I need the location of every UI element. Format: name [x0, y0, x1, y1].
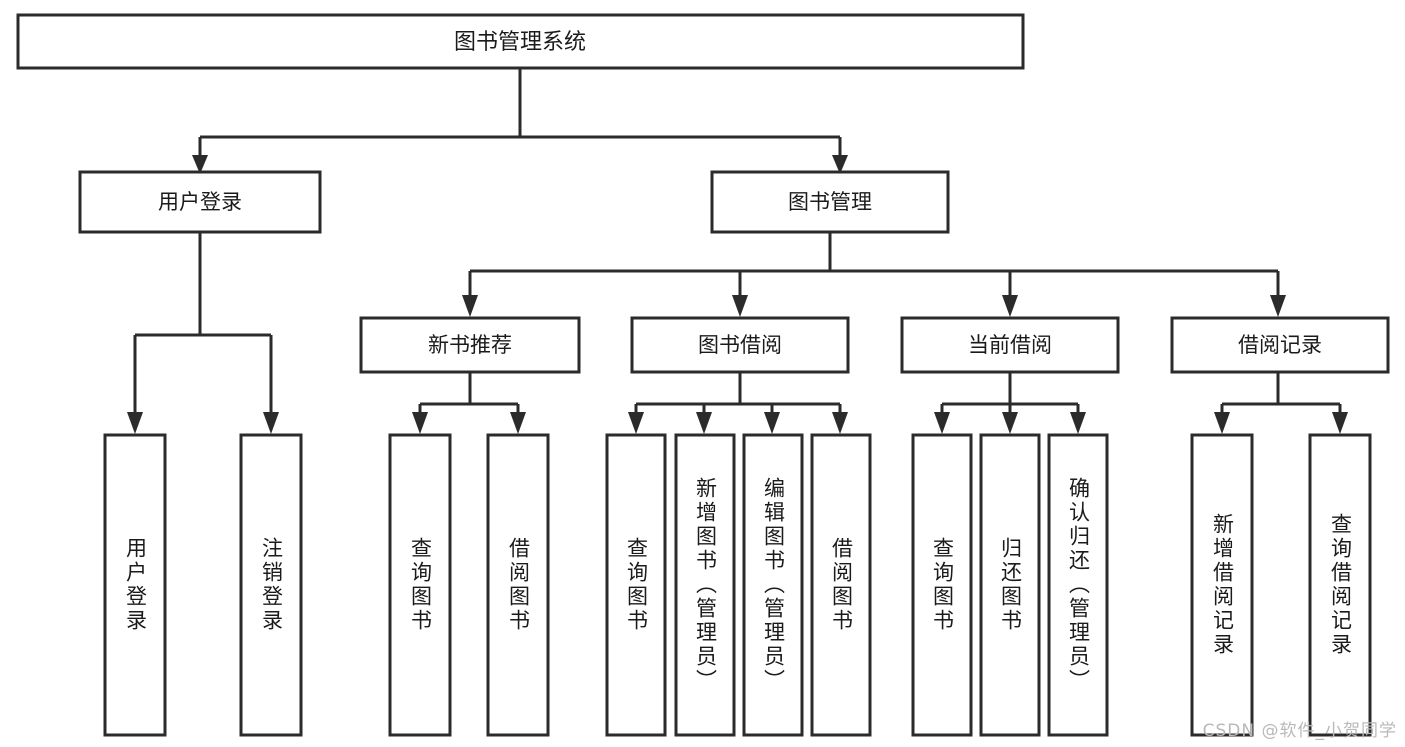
- node-book-borrow[interactable]: 图书借阅: [630, 316, 850, 374]
- node-new-book-recommend-label: 新书推荐: [428, 333, 512, 357]
- leaf-box-borrow-record-0[interactable]: [1190, 433, 1254, 737]
- node-user-login[interactable]: 用户登录: [78, 170, 322, 234]
- node-user-login-label: 用户登录: [158, 190, 242, 214]
- connector-currentborrow-to-leaves: [934, 372, 1086, 434]
- leaf-box-new-book-recommend-0[interactable]: [388, 433, 452, 737]
- node-book-management-label: 图书管理: [788, 190, 872, 214]
- node-current-borrow[interactable]: 当前借阅: [900, 316, 1120, 374]
- leaf-box-book-borrow-3[interactable]: [810, 433, 872, 737]
- leaf-box-new-book-recommend-1[interactable]: [486, 433, 550, 737]
- leaf-box-borrow-record-1[interactable]: [1308, 433, 1372, 737]
- node-borrow-record-label: 借阅记录: [1238, 333, 1322, 357]
- connector-userlogin-to-leaves: [127, 232, 279, 434]
- connector-newbook-to-leaves: [412, 372, 526, 434]
- leaf-box-current-borrow-0[interactable]: [911, 433, 973, 737]
- connector-root-to-level2: [192, 68, 848, 174]
- node-book-borrow-label: 图书借阅: [698, 333, 782, 357]
- leaf-box-book-borrow-1[interactable]: [674, 433, 736, 737]
- leaf-box-user-login-1[interactable]: [239, 433, 303, 737]
- node-borrow-record[interactable]: 借阅记录: [1170, 316, 1390, 374]
- node-root[interactable]: 图书管理系统: [16, 13, 1025, 70]
- csdn-watermark: CSDN @软件_小贺同学: [1202, 721, 1397, 741]
- connector-bookmgmt-to-level3: [462, 232, 1286, 317]
- node-current-borrow-label: 当前借阅: [968, 333, 1052, 357]
- connector-borrowrecord-to-leaves: [1214, 372, 1348, 434]
- leaf-box-current-borrow-2[interactable]: [1047, 433, 1109, 737]
- leaf-box-book-borrow-2[interactable]: [742, 433, 804, 737]
- node-root-label: 图书管理系统: [454, 30, 586, 55]
- connector-bookborrow-to-leaves: [628, 372, 848, 434]
- leaf-box-user-login-0[interactable]: [103, 433, 167, 737]
- node-new-book-recommend[interactable]: 新书推荐: [359, 316, 581, 374]
- leaf-box-book-borrow-0[interactable]: [605, 433, 667, 737]
- leaf-box-current-borrow-1[interactable]: [979, 433, 1041, 737]
- node-book-management[interactable]: 图书管理: [710, 170, 950, 234]
